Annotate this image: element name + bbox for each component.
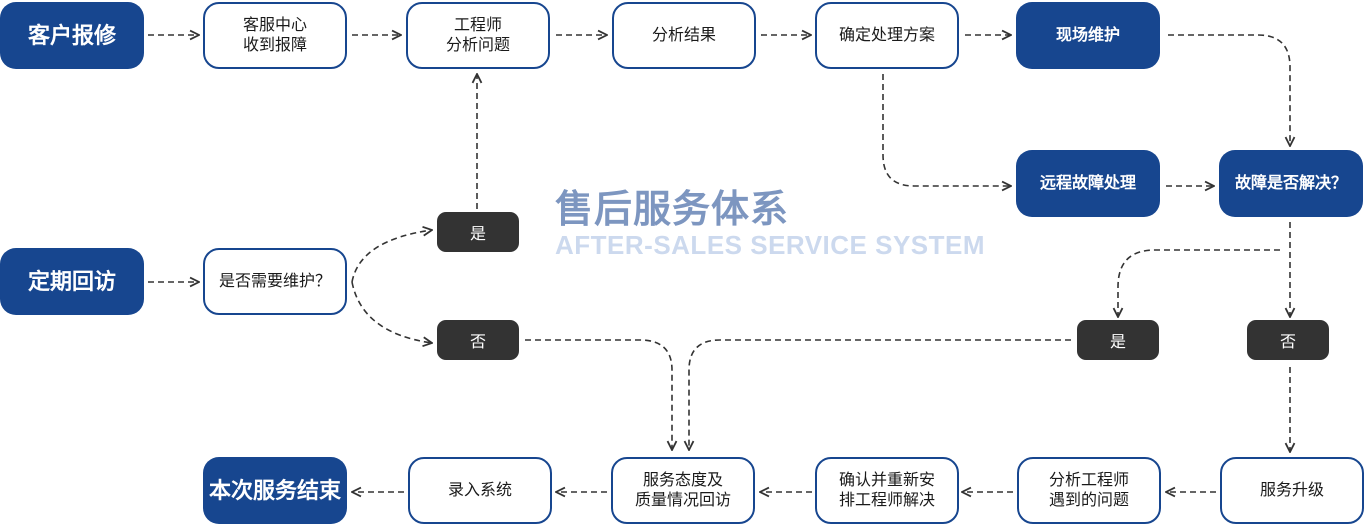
diagram-title: 售后服务体系 [555, 189, 790, 231]
arrow-yes-to-attitude [689, 339, 1071, 450]
node-resolved-check: 故障是否解决？ [1219, 150, 1363, 217]
node-need-maintenance: 是否需要维护？ [203, 248, 347, 315]
pill-no-maintenance: 否 [437, 320, 519, 360]
node-service-upgrade: 服务升级 [1220, 457, 1364, 524]
arrow-need-to-yes [351, 230, 432, 283]
arrow-no-to-attitude [525, 339, 672, 450]
node-remote-fix: 远程故障处理 [1016, 150, 1160, 217]
node-reassign: 确认并重新安 排工程师解决 [815, 457, 959, 524]
pill-no-resolved: 否 [1247, 320, 1329, 360]
node-engineer-analysis: 工程师 分析问题 [406, 2, 550, 69]
node-analyze-engineer-issues: 分析工程师 遇到的问题 [1017, 457, 1161, 524]
node-service-end: 本次服务结束 [203, 457, 347, 524]
node-attitude-review: 服务态度及 质量情况回访 [611, 457, 755, 524]
node-confirm-plan: 确定处理方案 [815, 2, 959, 69]
arrow-onsite-to-resolved [1168, 34, 1290, 146]
node-customer-report: 客户报修 [0, 2, 144, 69]
node-service-center: 客服中心 收到报障 [203, 2, 347, 69]
arrow-plan-to-remote [882, 74, 1011, 186]
diagram-subtitle: AFTER-SALES SERVICE SYSTEM [555, 230, 986, 260]
node-analysis-result: 分析结果 [612, 2, 756, 69]
node-regular-visit: 定期回访 [0, 248, 144, 315]
pill-yes-maintenance: 是 [437, 212, 519, 252]
pill-yes-resolved: 是 [1077, 320, 1159, 360]
arrow-need-to-no [351, 281, 432, 343]
arrow-resolved-to-yes [1118, 249, 1280, 317]
node-record-system: 录入系统 [408, 457, 552, 524]
node-onsite-maintenance: 现场维护 [1016, 2, 1160, 69]
